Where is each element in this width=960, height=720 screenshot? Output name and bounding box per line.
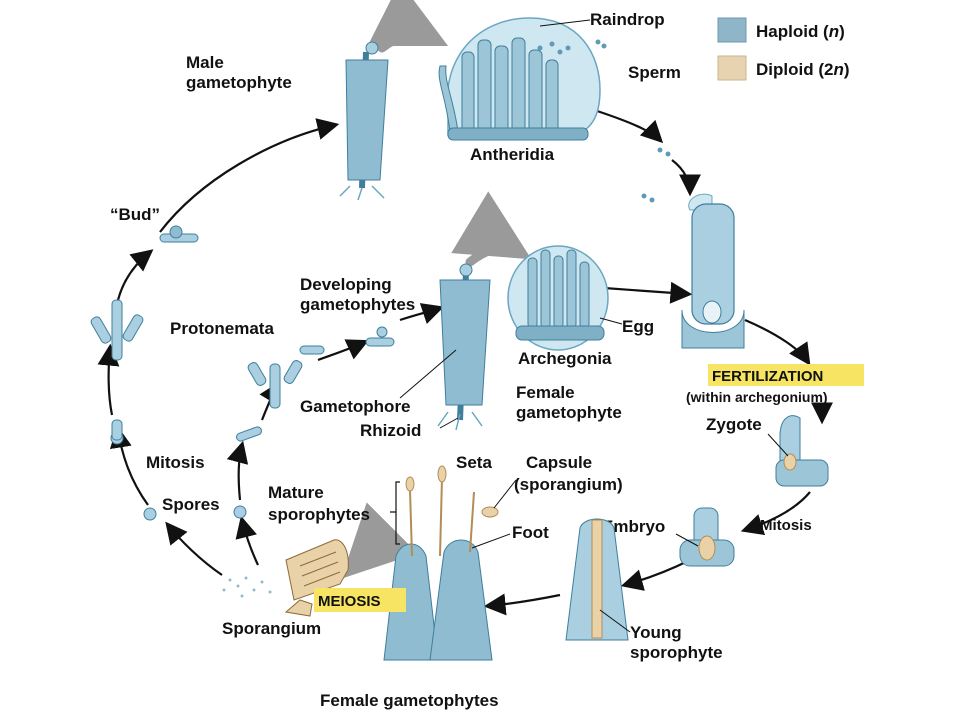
zygote-leader [767,433,789,457]
fertilization-label: FERTILIZATION [712,368,823,385]
gametophore-leader [399,349,457,399]
bud-illustration [159,225,199,243]
rhizoid-leader [439,417,459,429]
seta-label: Seta [456,453,492,472]
rhizoid-label: Rhizoid [360,421,421,440]
arrow-archegonia-to-egg [603,281,693,304]
zoom-arrow-meiosis [341,502,418,579]
zygote-label: Zygote [706,415,762,434]
embryo-illustration [679,507,735,567]
egg-label: Egg [622,317,654,336]
mitosis-left-label: Mitosis [146,453,205,472]
young-sporophyte-leader [599,609,631,633]
sporangium-label: Sporangium [222,619,321,638]
arrow-protonemata-to-bud [116,249,154,301]
zoom-arrow-male [367,0,449,53]
sperm-label: Sperm [628,63,681,82]
arrow-protonema-to-developing [317,339,369,362]
protonema-left [90,299,157,521]
arrow-bud-to-male [159,118,340,233]
arrow-sperm-down [587,106,664,144]
gametophore-label: Gametophore [300,397,411,416]
mature-sporophytes-bracket [390,481,400,545]
foot-leader [471,533,511,549]
arrow-archegonium-to-fertilization [744,318,811,366]
developing-gametophytes-label: Developing gametophytes [300,275,415,314]
male-gametophyte-illustration [339,41,389,201]
arrow-spores2-up [226,440,249,501]
male-gametophyte-label: Male gametophyte [186,53,292,92]
arrow-zygote-to-embryo [740,491,811,536]
raindrop-leader [539,19,591,27]
arrow-young-to-female [483,593,561,616]
embryo-leader [675,533,699,547]
female-gametophytes-label: Female gametophytes [320,691,499,710]
bud-label: “Bud” [110,205,160,224]
protonema-right [233,326,395,519]
foot-label: Foot [512,523,549,542]
capsule-leader [493,479,517,509]
embryo-label: Embryo [602,517,665,536]
mature-sporophytes-label: Mature sporophytes [268,483,370,524]
arrow-developing-to-gametophore [399,303,445,324]
meiosis-highlight [314,588,406,612]
raindrop-label: Raindrop [590,10,665,29]
egg-leader [599,317,623,325]
archegonia-label: Archegonia [518,349,612,368]
female-gametophore-illustration [437,263,491,431]
antheridia-illustration [438,17,671,203]
protonemata-label: Protonemata [170,319,274,338]
meiosis-label: MEIOSIS [318,593,381,610]
arrow-sperm-to-archegonium [671,159,701,197]
haploid-swatch [717,17,747,43]
diploid-swatch [717,55,747,81]
young-sporophyte-label: Young sporophyte [630,623,723,662]
legend-diploid: Diploid (2n) [756,60,850,79]
archegonium-closeup [681,193,745,349]
within-archegonium-label: (within archegonium) [686,389,828,405]
legend: Haploid (n) Diploid (2n) [717,17,850,81]
arrow-sporangium-to-spores [165,521,223,576]
mitosis-right-label: Mitosis [760,517,812,534]
capsule-label: Capsule (sporangium) [514,453,623,494]
cycle-arrows [97,106,833,616]
fertilization-highlight [708,364,864,386]
spores-label: Spores [162,495,220,514]
legend-haploid: Haploid (n) [756,22,845,41]
arrow-protonemata-up [97,343,120,416]
young-sporophyte-illustration [565,518,629,641]
female-gametophyte-label: Female gametophyte [516,383,622,422]
zoom-arrows [341,0,532,579]
female-gametophytes-illustration [383,465,499,661]
antheridium-head [365,41,379,55]
sporangium-illustration [222,539,349,617]
archegonia-illustration [507,245,609,351]
antheridia-label: Antheridia [470,145,555,164]
arrow-sporangium-to-spores-2 [235,515,259,566]
zygote-illustration [775,415,829,487]
arrow-embryo-to-young [620,559,691,591]
zoom-arrow-female [451,191,532,267]
